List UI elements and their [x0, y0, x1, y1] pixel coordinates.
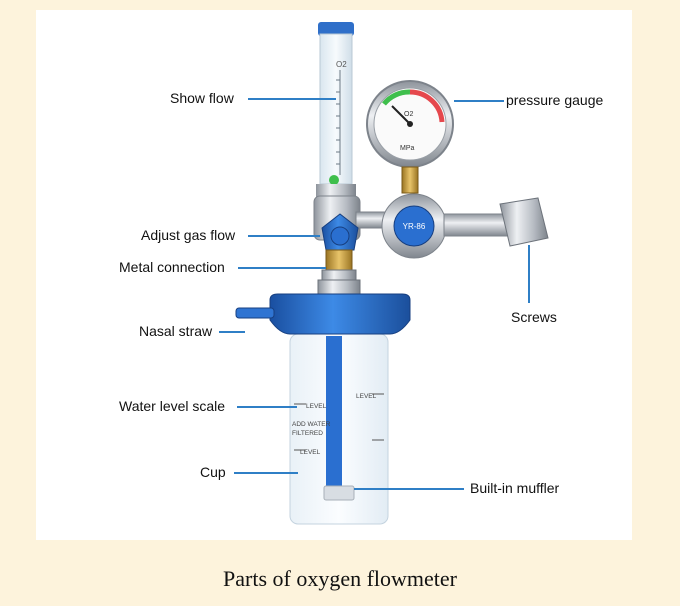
- nasal-straw-label: Nasal straw: [139, 323, 213, 339]
- built-in-muffler-leader: [354, 488, 464, 490]
- water-level-scale-label: Water level scale: [119, 398, 226, 414]
- show-flow-leader: [248, 98, 336, 100]
- pressure-gauge-dial: O2 MPa: [366, 80, 454, 194]
- regulator-badge-text: YR-86: [403, 222, 426, 231]
- figure-caption: Parts of oxygen flowmeter: [223, 566, 457, 591]
- metal-connection: [317, 249, 361, 299]
- built-in-muffler-label: Built-in muffler: [470, 480, 560, 496]
- nasal-straw-leader: [219, 331, 245, 333]
- metal-connection-leader: [238, 267, 326, 269]
- water-level-scale-leader: [237, 406, 297, 408]
- adjust-gas-flow-label: Adjust gas flow: [141, 227, 236, 243]
- flow-tube: O2: [316, 22, 356, 198]
- adjust-gas-flow-leader: [248, 235, 320, 237]
- cup-add-water: ADD WATER: [292, 421, 331, 428]
- cup-level-left-low: LEVEL: [300, 449, 321, 456]
- cup-filtered: FILTERED: [292, 430, 323, 437]
- flow-tube-o2-text: O2: [336, 60, 347, 69]
- gauge-unit-text: MPa: [400, 145, 415, 152]
- regulator-disk: YR-86: [381, 193, 447, 259]
- humidifier-cup: LEVEL ADD WATER FILTERED LEVEL LEVEL: [235, 293, 411, 525]
- cup-leader: [234, 472, 298, 474]
- screws-label: Screws: [511, 309, 557, 325]
- flow-ball: [329, 175, 339, 185]
- adjust-knob: [321, 213, 359, 251]
- pressure-gauge-leader: [454, 100, 504, 102]
- inlet-arm: [443, 197, 549, 247]
- pressure-gauge-label: pressure gauge: [506, 92, 604, 108]
- cup-label: Cup: [200, 464, 226, 480]
- screws-leader: [528, 245, 530, 303]
- gauge-o2-text: O2: [404, 111, 413, 118]
- metal-connection-label: Metal connection: [119, 259, 225, 275]
- cup-level-right: LEVEL: [356, 393, 377, 400]
- show-flow-label: Show flow: [170, 90, 234, 106]
- cup-level-left: LEVEL: [306, 403, 327, 410]
